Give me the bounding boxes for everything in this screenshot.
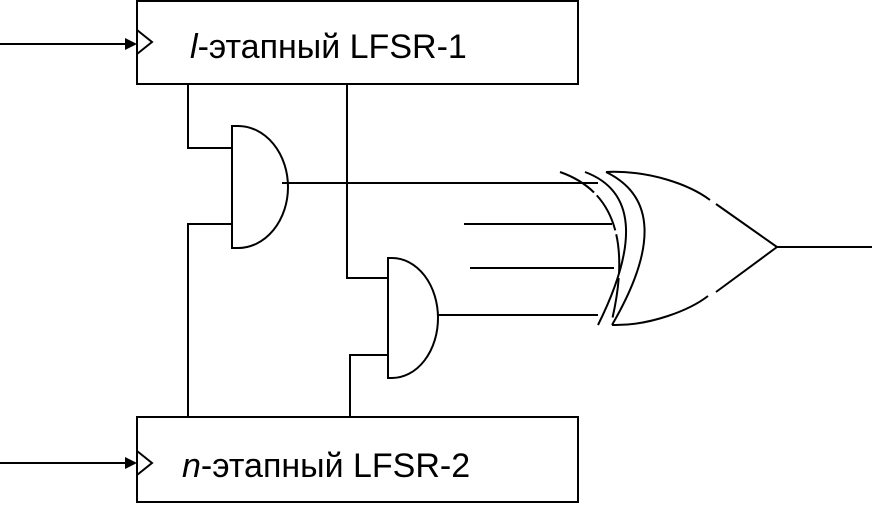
wire-lfsr2-to-and1 [187,223,232,417]
lfsr-1-box [136,0,579,85]
lfsr-1-label-main: -этапный LFSR [198,28,437,66]
lfsr-1-block: l-этапный LFSR-1 [136,0,579,85]
lfsr-2-label-index: -2 [440,447,470,485]
lfsr-1-stage-var: l [190,28,199,66]
and-gate-icon [387,257,439,379]
wire-lfsr1-to-and1 [187,84,232,149]
wire-lfsr2-to-and2 [349,354,388,417]
lfsr-1-label-index: -1 [437,28,467,66]
lfsr-2-label-main: -этапный LFSR [201,447,440,485]
lfsr-2-box [136,416,579,503]
lfsr-1-label: l-этапный LFSR-1 [190,28,467,66]
clock-triangle-icon [136,29,154,55]
wire-lfsr1-to-and2 [346,84,388,279]
xor-gate-icon [559,170,778,327]
and-gate-icon [231,125,289,249]
lfsr-2-label: n-этапный LFSR-2 [182,447,470,485]
lfsr-2-block: n-этапный LFSR-2 [136,416,579,503]
lfsr-2-stage-var: n [182,447,201,485]
clock-triangle-icon [136,450,154,476]
